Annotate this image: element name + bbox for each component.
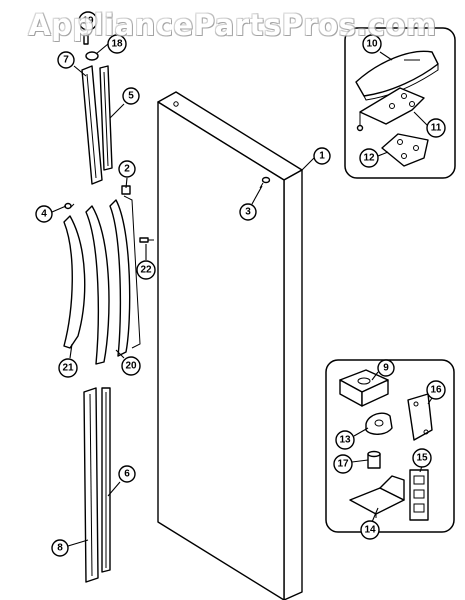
lower-strips	[83, 387, 111, 583]
top-hinge-inset	[344, 27, 456, 179]
svg-text:3: 3	[245, 207, 251, 218]
callout-10: 10	[362, 34, 382, 54]
svg-text:1: 1	[319, 151, 325, 162]
callout-15: 15	[412, 448, 432, 468]
svg-text:4: 4	[41, 209, 47, 220]
svg-text:17: 17	[337, 459, 349, 470]
callout-11: 11	[426, 118, 446, 138]
svg-text:11: 11	[431, 123, 442, 134]
svg-text:19: 19	[82, 16, 94, 27]
svg-text:13: 13	[339, 435, 351, 446]
svg-text:9: 9	[383, 363, 389, 374]
svg-text:14: 14	[364, 525, 376, 536]
callout-16: 16	[426, 380, 446, 400]
callout-9: 9	[377, 359, 395, 377]
callout-18: 18	[107, 34, 127, 54]
callout-17: 17	[333, 454, 353, 474]
door-screw	[259, 176, 271, 189]
callout-7: 7	[57, 51, 75, 69]
site-watermark: AppliancePartsPros.com	[28, 8, 437, 42]
svg-text:16: 16	[430, 385, 442, 396]
callout-2: 2	[118, 160, 136, 178]
door-panel	[157, 91, 303, 600]
svg-text:2: 2	[124, 164, 130, 175]
upper-strips	[81, 33, 113, 185]
svg-text:10: 10	[366, 39, 378, 50]
callout-22: 22	[136, 260, 156, 280]
callout-13: 13	[335, 430, 355, 450]
svg-text:7: 7	[63, 55, 69, 66]
callout-6: 6	[118, 465, 136, 483]
svg-text:20: 20	[125, 361, 137, 372]
callout-21: 21	[58, 358, 78, 378]
callout-3: 3	[239, 203, 257, 221]
svg-text:6: 6	[124, 469, 130, 480]
callout-4: 4	[35, 205, 53, 223]
callout-19: 19	[78, 11, 98, 31]
svg-text:8: 8	[57, 543, 63, 554]
handle-assembly	[63, 185, 154, 365]
svg-text:15: 15	[416, 453, 428, 464]
callout-8: 8	[51, 539, 69, 557]
svg-text:21: 21	[62, 363, 74, 374]
svg-text:5: 5	[128, 91, 134, 102]
svg-text:12: 12	[363, 153, 375, 164]
callout-1: 1	[313, 147, 331, 165]
leader-lines	[51, 29, 433, 547]
callout-5: 5	[122, 87, 140, 105]
bottom-hinge-inset	[325, 359, 455, 533]
callout-20: 20	[121, 356, 141, 376]
callout-12: 12	[359, 148, 379, 168]
svg-text:22: 22	[140, 265, 152, 276]
callout-14: 14	[360, 520, 380, 540]
svg-text:18: 18	[111, 39, 123, 50]
